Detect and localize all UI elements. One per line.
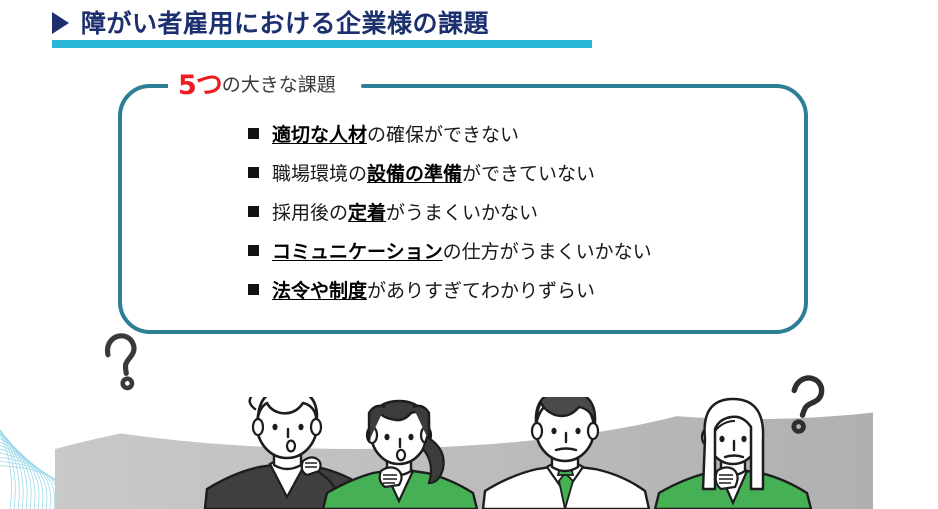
list-item-text: 法令や制度がありすぎてわかりずらい bbox=[272, 282, 595, 301]
list-item-emphasis: 設備の準備 bbox=[367, 163, 463, 185]
list-item: コミュニケーションの仕方がうまくいかない bbox=[248, 243, 652, 282]
square-bullet-icon bbox=[248, 284, 259, 295]
list-item: 法令や制度がありすぎてわかりずらい bbox=[248, 282, 652, 321]
square-bullet-icon bbox=[248, 128, 259, 139]
callout-box: 5つ の大きな課題 適切な人材の確保ができない 職場環境の設備の準備ができていな… bbox=[118, 72, 808, 334]
illustration-canvas bbox=[55, 397, 873, 509]
list-item-rest: がありすぎてわかりずらい bbox=[367, 280, 596, 302]
square-bullet-icon bbox=[248, 167, 259, 178]
list-item: 職場環境の設備の準備ができていない bbox=[248, 165, 652, 204]
callout-label: 5つ の大きな課題 bbox=[168, 69, 346, 101]
list-item-text: コミュニケーションの仕方がうまくいかない bbox=[272, 243, 652, 262]
question-mark-right-icon bbox=[791, 375, 825, 434]
page-title-row: 障がい者雇用における企業様の課題 bbox=[52, 6, 489, 40]
list-item-emphasis: 法令や制度 bbox=[272, 280, 368, 302]
list-item-lead: 採用後の bbox=[272, 202, 349, 224]
person-1 bbox=[203, 397, 373, 509]
person-4 bbox=[653, 397, 813, 509]
callout-label-rest: の大きな課題 bbox=[221, 73, 336, 96]
callout-label-number: 5つ bbox=[178, 69, 223, 101]
list-item-text: 採用後の定着がうまくいかない bbox=[272, 204, 538, 223]
list-item-rest: の仕方がうまくいかない bbox=[442, 241, 652, 263]
list-item: 採用後の定着がうまくいかない bbox=[248, 204, 652, 243]
list-item: 適切な人材の確保ができない bbox=[248, 126, 652, 165]
list-item-rest: の確保ができない bbox=[367, 124, 520, 146]
list-item-rest: ができていない bbox=[462, 163, 596, 185]
list-item-emphasis: コミュニケーション bbox=[272, 241, 443, 263]
list-item-emphasis: 定着 bbox=[348, 202, 387, 224]
triangle-right-icon bbox=[52, 12, 69, 34]
page-title: 障がい者雇用における企業様の課題 bbox=[81, 8, 490, 38]
list-item-rest: がうまくいかない bbox=[386, 202, 539, 224]
challenge-list: 適切な人材の確保ができない 職場環境の設備の準備ができていない 採用後の定着がう… bbox=[248, 126, 652, 321]
people-illustration bbox=[55, 397, 873, 509]
list-item-text: 職場環境の設備の準備ができていない bbox=[272, 165, 595, 184]
list-item-emphasis: 適切な人材 bbox=[272, 124, 368, 146]
square-bullet-icon bbox=[248, 206, 259, 217]
square-bullet-icon bbox=[248, 245, 259, 256]
title-underline-bar bbox=[52, 40, 592, 48]
list-item-text: 適切な人材の確保ができない bbox=[272, 126, 519, 145]
list-item-lead: 職場環境の bbox=[272, 163, 368, 185]
person-2 bbox=[321, 399, 479, 509]
person-3 bbox=[481, 397, 651, 509]
callout-box-border bbox=[118, 84, 808, 334]
question-mark-left-icon bbox=[104, 333, 137, 391]
